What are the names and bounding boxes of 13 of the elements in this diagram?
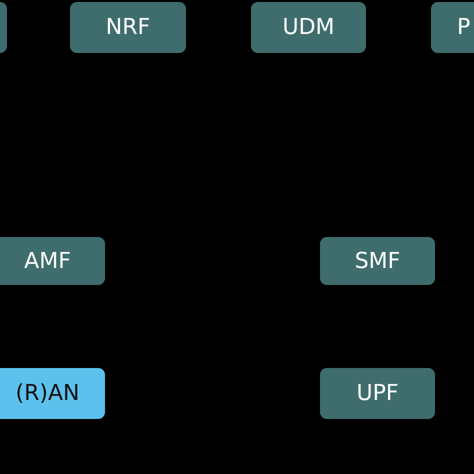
box-label: P: [457, 15, 470, 40]
network-function-box: [70, 2, 186, 53]
box-label: AMF: [24, 248, 71, 274]
box-label: NRF: [106, 15, 150, 40]
network-function-box: [320, 368, 435, 419]
box-label: UDM: [282, 15, 335, 40]
box-label: (R)AN: [16, 381, 80, 406]
network-function-box: [251, 2, 366, 53]
box-label: SMF: [354, 248, 400, 274]
box-label: UPF: [356, 381, 399, 406]
network-function-box: [320, 237, 435, 285]
network-function-box: [0, 237, 105, 285]
network-function-box: [0, 368, 105, 419]
